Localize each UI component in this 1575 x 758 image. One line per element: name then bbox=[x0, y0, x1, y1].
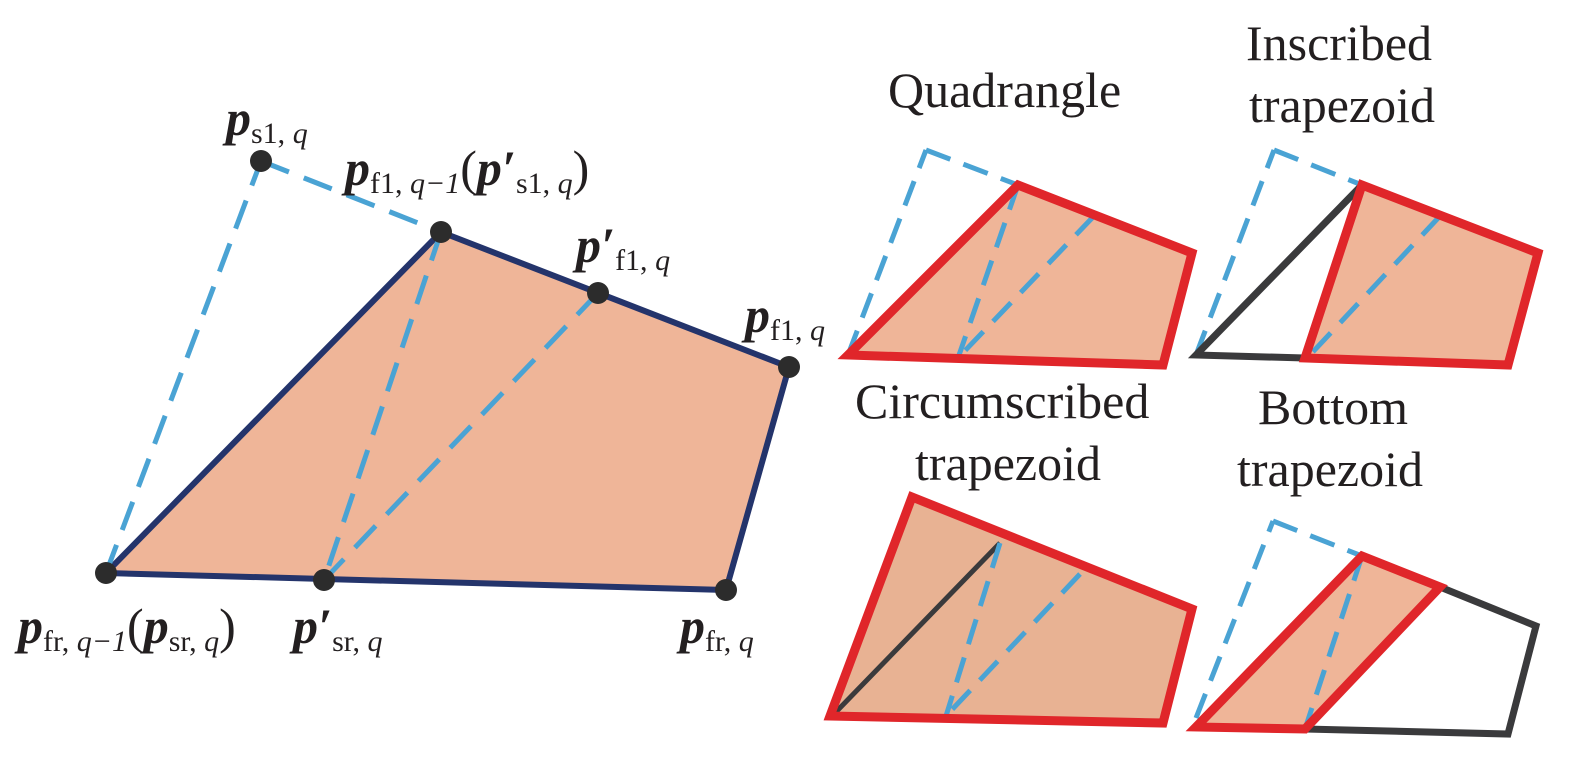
quadrangle-outline bbox=[837, 179, 1198, 370]
label-p-fr-q: pfr, q bbox=[676, 598, 754, 658]
circumscribed-outline bbox=[823, 491, 1198, 728]
label-p-fr-qm1: pfr, q−1(psr, q) bbox=[14, 598, 236, 658]
inscribed-dash-inner bbox=[1308, 214, 1442, 357]
panel-title-circumscribed-2: trapezoid bbox=[915, 435, 1101, 491]
panel-circumscribed-trapezoid: Circumscribed trapezoid bbox=[823, 373, 1198, 728]
point-sr-prime-q bbox=[313, 569, 335, 591]
inscribed-outline bbox=[1298, 179, 1544, 370]
quadrangle-dash-inner-1 bbox=[955, 184, 1021, 359]
panel-title-inscribed-2: trapezoid bbox=[1249, 77, 1435, 133]
circumscribed-dash-inner-1 bbox=[943, 542, 1003, 717]
quadrangle-dash-left bbox=[845, 149, 929, 356]
bottom-dash-left bbox=[1193, 520, 1276, 719]
label-p-f1-q: pf1, q bbox=[741, 287, 825, 347]
label-p-f1-prime-q: p′f1, q bbox=[572, 217, 670, 277]
panel-title-bottom-2: trapezoid bbox=[1237, 441, 1423, 497]
bottom-outline bbox=[1185, 550, 1448, 734]
quadrangle-dash-top bbox=[925, 147, 1019, 188]
bottom-dash-inner bbox=[1303, 555, 1365, 727]
panel-bottom-trapezoid: Bottom trapezoid bbox=[1185, 379, 1541, 738]
bottom-fill bbox=[1196, 556, 1440, 729]
circumscribed-dash-inner-2 bbox=[944, 572, 1082, 718]
dash-top-edge bbox=[260, 158, 442, 235]
label-p-s1-q: ps1, q bbox=[222, 90, 308, 150]
inscribed-dark-edges bbox=[1187, 182, 1365, 362]
point-f1-q bbox=[778, 356, 800, 378]
inscribed-dash-top bbox=[1273, 147, 1363, 188]
quadrangle-dash-inner-2 bbox=[956, 214, 1096, 360]
dash-inner-1 bbox=[321, 231, 444, 581]
label-p-sr-prime-q: p′sr, q bbox=[289, 598, 383, 658]
point-fr-q bbox=[715, 579, 737, 601]
panel-title-circumscribed-1: Circumscribed bbox=[855, 373, 1149, 429]
point-f1-qm1 bbox=[430, 221, 452, 243]
bottom-dash-top bbox=[1272, 518, 1363, 559]
inscribed-fill bbox=[1305, 185, 1538, 365]
main-diagram: ps1, q pf1, q−1(p′s1, q) p′f1, q pf1, q … bbox=[14, 90, 825, 658]
point-fr-qm1 bbox=[95, 562, 117, 584]
panel-title-quadrangle: Quadrangle bbox=[888, 62, 1121, 118]
quadrangle-fill bbox=[848, 185, 1192, 365]
point-s1-q bbox=[250, 150, 272, 172]
panel-title-bottom-1: Bottom bbox=[1258, 379, 1408, 435]
dash-left-edge bbox=[103, 160, 264, 574]
circumscribed-fill bbox=[830, 497, 1192, 723]
main-quadrangle-fill bbox=[106, 232, 789, 590]
panel-inscribed-trapezoid: Inscribed trapezoid bbox=[1187, 15, 1544, 370]
circumscribed-inner-quad-edge bbox=[832, 541, 1002, 716]
bottom-dark-edges bbox=[1304, 583, 1541, 738]
dash-inner-2 bbox=[322, 291, 600, 582]
inscribed-dash-left bbox=[1193, 149, 1277, 356]
panel-quadrangle: Quadrangle bbox=[837, 62, 1198, 370]
panel-title-inscribed-1: Inscribed bbox=[1246, 15, 1432, 71]
label-p-f1-qm1: pf1, q−1(p′s1, q) bbox=[341, 140, 589, 200]
point-f1-prime-q bbox=[587, 282, 609, 304]
